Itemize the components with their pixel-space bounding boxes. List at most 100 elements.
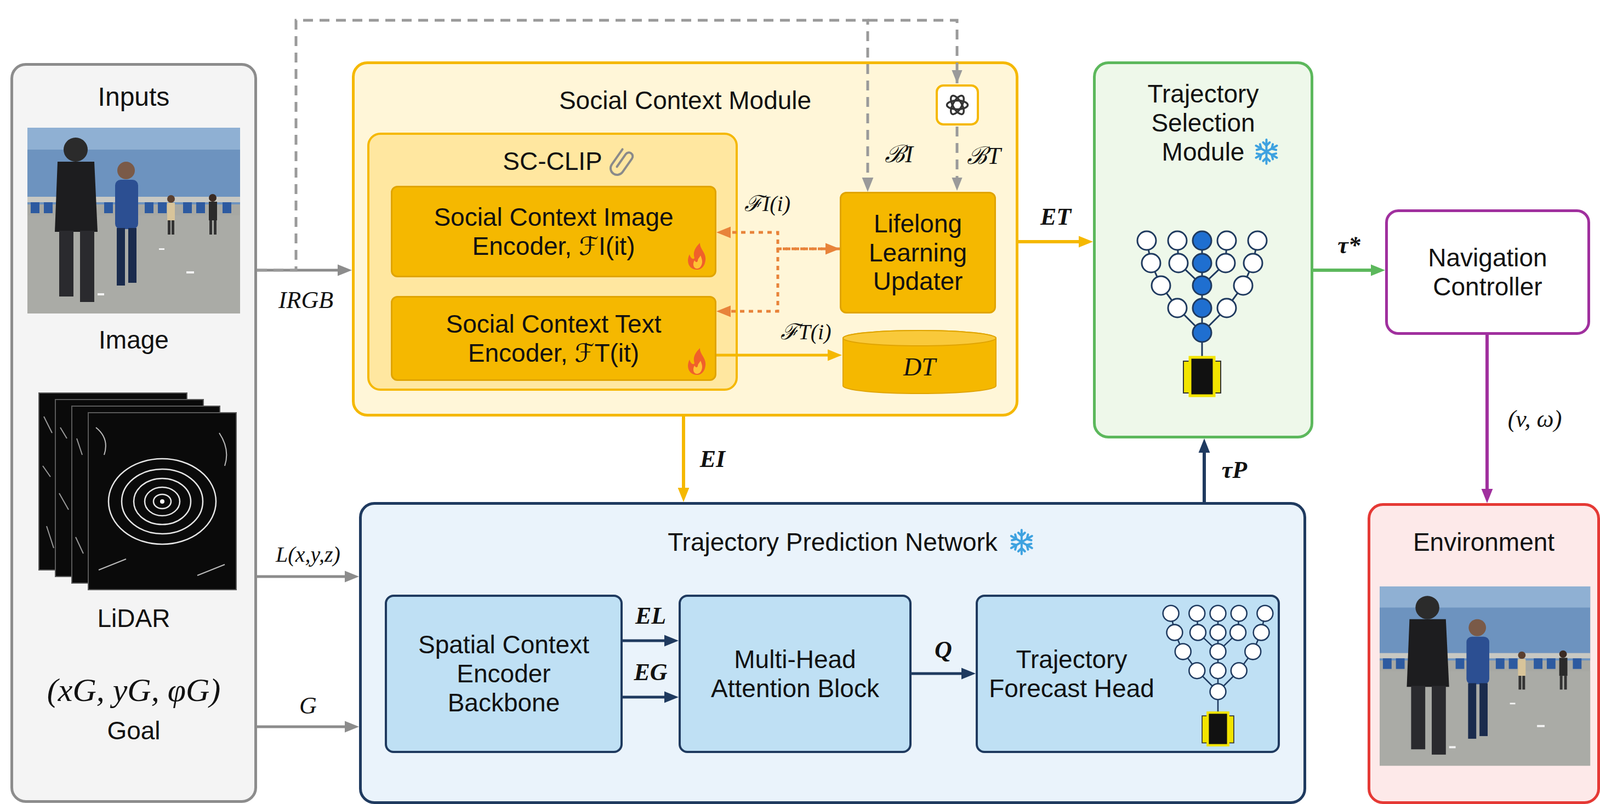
edge-label: EI <box>699 446 726 473</box>
edge-label-holder: Q <box>934 636 953 664</box>
arrow-connector <box>257 269 347 272</box>
edge-label-holder: τ* <box>1337 232 1361 259</box>
edge-label: EG <box>633 659 668 686</box>
trainable-flame-icon <box>687 348 706 375</box>
node-text: Environment <box>1413 527 1555 557</box>
node-text: Lifelong Learning Updater <box>849 209 987 297</box>
edge-label-holder: L(x,y,z) <box>275 542 341 567</box>
environment-photo <box>1379 586 1591 766</box>
lidar-scan-stack <box>75 438 84 554</box>
chatgpt-icon <box>948 93 967 117</box>
lidar-scan-stack <box>121 469 203 534</box>
arrow-connector <box>1313 268 1380 272</box>
encoder-group: SC-CLIP Social Context Image Encoder, ℱI(… <box>367 132 738 391</box>
edge-label-holder: ℬI <box>884 141 914 168</box>
lidar-scan-stack <box>95 427 227 576</box>
edge-label: Q <box>934 636 953 664</box>
process-box: Multi-Head Attention Block <box>678 594 912 754</box>
lidar-scan-stack <box>108 458 216 545</box>
input-caption: Goal <box>106 716 161 746</box>
node-text: Trajectory Forecast Head <box>988 645 1155 704</box>
forecast-trajectory-tree <box>1163 605 1274 746</box>
encoder-box: Social Context Text Encoder, ℱT(it) <box>390 295 717 381</box>
lidar-scan-stack <box>108 458 216 545</box>
lidar-scan-stack <box>133 478 191 525</box>
edge-label: ℱT(i) <box>780 320 832 345</box>
edge-label: G <box>299 692 317 720</box>
edge-label: τP <box>1221 457 1248 484</box>
edge-label: ET <box>1040 203 1072 231</box>
edge-label-holder: EG <box>633 659 668 686</box>
process-box: Lifelong Learning Updater <box>839 191 996 314</box>
arrow-connector <box>681 416 686 497</box>
edge-label: τ* <box>1337 232 1361 259</box>
chatgpt-icon <box>948 93 967 117</box>
dashed-wire <box>867 20 958 84</box>
edge-label: ℬI <box>884 141 914 168</box>
chatgpt-icon <box>936 85 978 125</box>
trainable-flame-icon <box>693 255 703 269</box>
edge-label-holder: G <box>299 692 317 720</box>
lidar-scan-stack <box>59 427 69 510</box>
module-box: Trajectory Selection Module <box>1092 61 1314 439</box>
node-text: Social Context Text Encoder, ℱT(it) <box>403 309 704 368</box>
lidar-scan-stack <box>153 494 172 509</box>
process-box: Navigation Controller <box>1385 209 1591 335</box>
arrow-connector <box>1202 443 1206 503</box>
edge-label: (v, ω) <box>1507 406 1563 433</box>
arrow-connector <box>721 248 840 312</box>
arrow-connector <box>622 639 674 643</box>
lidar-scan-stack <box>38 393 237 590</box>
lidar-scan-stack <box>71 406 220 584</box>
arrow-connector <box>716 354 837 357</box>
database-cylinder: DT <box>841 329 998 395</box>
edge-label-holder: τP <box>1221 457 1248 484</box>
input-panel: InputsImageLiDAR(xG, yG, φG)Goal <box>10 63 258 804</box>
arrow-connector <box>257 20 868 271</box>
edge-label-holder: EI <box>699 446 726 473</box>
camera-photo <box>27 127 241 314</box>
chatgpt-icon <box>936 85 978 125</box>
lidar-scan-stack <box>88 412 237 590</box>
process-box: Spatial Context Encoder Backbone <box>384 594 623 754</box>
arrow-connector <box>721 232 835 249</box>
paperclip-icon <box>607 147 635 178</box>
edge-label: ℱI(i) <box>744 191 791 216</box>
edge-label-holder: ET <box>1040 203 1072 231</box>
selected-trajectory-tree <box>1137 231 1267 396</box>
dashed-wire <box>955 126 959 191</box>
arrow-connector <box>1018 240 1088 244</box>
lidar-scan-stack <box>42 416 54 549</box>
cylinder-outline <box>843 330 996 346</box>
frozen-icon <box>1255 139 1277 164</box>
signal-label-holder: ℬT <box>966 143 1001 170</box>
arrow-connector <box>622 696 674 699</box>
module-box: Trajectory Prediction NetworkSpatial Con… <box>359 502 1307 804</box>
arrow-connector <box>1485 334 1489 498</box>
process-box: Trajectory Forecast Head <box>975 594 1280 754</box>
edge-label-holder: IRGB <box>278 287 334 314</box>
node-text: Social Context Image Encoder, ℱI(it) <box>403 202 704 261</box>
chatgpt-icon <box>947 100 969 110</box>
module-box: Social Context ModuleSC-CLIPSocial Conte… <box>351 61 1019 417</box>
lidar-scan-stack <box>55 399 204 577</box>
environment-panel: Environment <box>1367 503 1600 804</box>
dashed-wire <box>867 20 958 191</box>
edge-label-holder: ℱI(i) <box>744 191 791 216</box>
trainable-flame-icon <box>693 360 703 374</box>
lidar-scan-stack <box>144 487 180 516</box>
encoder-box: Social Context Image Encoder, ℱI(it) <box>390 185 717 278</box>
input-caption: Image <box>98 325 169 355</box>
panel-title: Inputs <box>98 81 170 112</box>
trainable-flame-icon <box>687 242 706 270</box>
trainable-flame-icon <box>687 242 706 270</box>
node-text: Navigation Controller <box>1396 243 1579 302</box>
node-text: SC-CLIP <box>502 146 602 176</box>
chatgpt-icon <box>947 93 969 117</box>
edge-label-holder: EL <box>635 602 666 630</box>
cylinder-outline <box>843 330 996 394</box>
edge-label: IRGB <box>278 287 334 314</box>
frozen-icon <box>1011 530 1033 555</box>
input-caption: LiDAR <box>97 604 171 634</box>
node-text: Spatial Context Encoder Backbone <box>403 630 605 718</box>
